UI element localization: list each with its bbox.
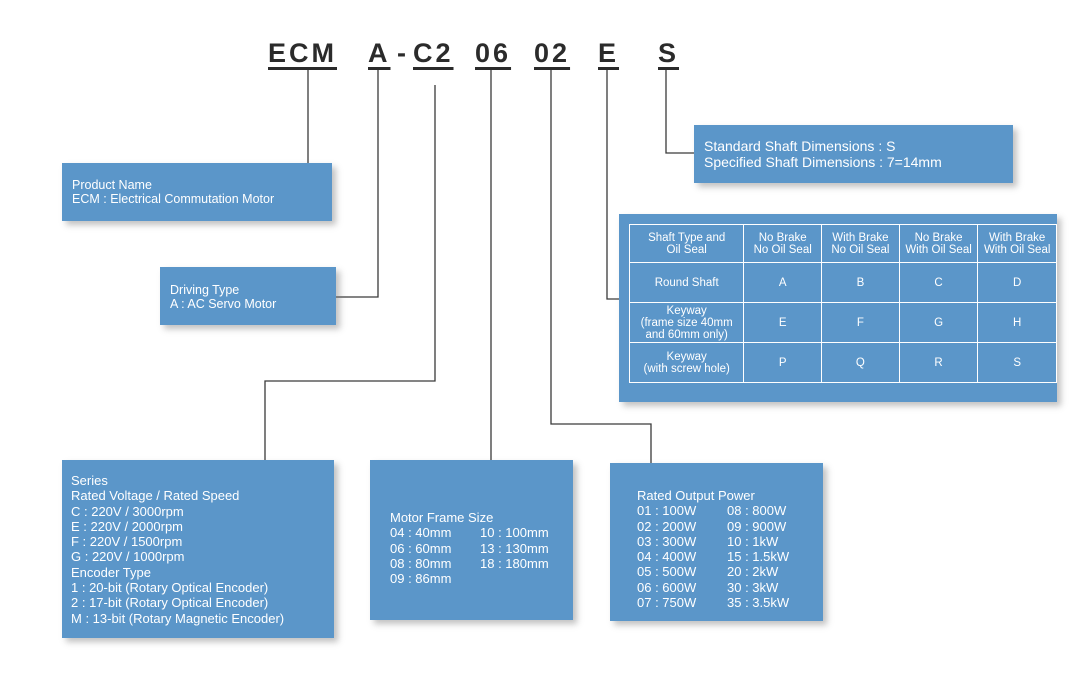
cell-r: R (898, 342, 979, 383)
product-name-value: ECM : Electrical Commutation Motor (72, 192, 275, 206)
code-drive: A (368, 38, 391, 68)
driving-type-box: Driving Type A : AC Servo Motor (160, 267, 336, 325)
product-name-title: Product Name (72, 178, 152, 192)
code-series: C2 (413, 38, 454, 68)
encoder-2: 2 : 17-bit (Rotary Optical Encoder) (71, 595, 269, 611)
list-item: 09 : 86mm (390, 571, 452, 587)
series-voltage-title: Rated Voltage / Rated Speed (71, 488, 240, 504)
frame-size-list: 04 : 40mm 06 : 60mm 08 : 80mm 09 : 86mm … (390, 525, 563, 586)
encoder-title: Encoder Type (71, 564, 151, 580)
code-frame: 06 (475, 38, 512, 68)
list-item: 35 : 3.5kW (727, 595, 790, 611)
cell-d: D (977, 262, 1057, 303)
list-item: 04 : 400W (637, 549, 697, 565)
list-item: 03 : 300W (637, 533, 697, 549)
shaft-dimensions-box: Standard Shaft Dimensions : S Specified … (694, 125, 1013, 183)
driving-type-title: Driving Type (170, 283, 240, 297)
connector-driving (336, 70, 379, 298)
output-power-list: 01 : 100W 02 : 200W 03 : 300W 04 : 400W … (637, 503, 813, 610)
series-voltage-g: G : 220V / 1000rpm (71, 549, 185, 565)
cell-p: P (743, 342, 823, 383)
encoder-1: 1 : 20-bit (Rotary Optical Encoder) (71, 580, 269, 596)
list-item: 10 : 100mm (480, 525, 549, 541)
frame-size-box: Motor Frame Size 04 : 40mm 06 : 60mm 08 … (370, 460, 573, 620)
list-item: 13 : 130mm (480, 540, 549, 556)
list-item: 10 : 1kW (727, 533, 779, 549)
shaft-specified: Specified Shaft Dimensions : 7=14mm (704, 154, 942, 170)
connector-brake (606, 70, 619, 300)
code-ecm: ECM (268, 38, 337, 68)
driving-type-value: A : AC Servo Motor (170, 297, 277, 311)
cell-q: Q (821, 342, 900, 383)
row-label-keyway-screw: Keyway(with screw hole) (628, 342, 745, 383)
list-item: 02 : 200W (637, 518, 697, 534)
list-item: 08 : 800W (727, 503, 787, 519)
encoder-m: M : 13-bit (Rotary Magnetic Encoder) (71, 610, 285, 626)
list-item: 18 : 180mm (480, 555, 549, 571)
shaft-standard: Standard Shaft Dimensions : S (704, 138, 896, 154)
series-box: Series Rated Voltage / Rated Speed C : 2… (62, 460, 334, 638)
list-item: 09 : 900W (727, 518, 787, 534)
output-power-title: Rated Output Power (637, 488, 755, 503)
cell-h: H (977, 302, 1057, 343)
list-item: 04 : 40mm (390, 525, 452, 541)
list-item: 06 : 600W (637, 579, 697, 595)
cell-a: A (743, 262, 823, 303)
list-item: 08 : 80mm (390, 555, 452, 571)
list-item: 30 : 3kW (727, 579, 779, 595)
series-voltage-c: C : 220V / 3000rpm (71, 503, 184, 519)
code-shaft: S (658, 38, 680, 68)
cell-f: F (821, 302, 900, 343)
series-title: Series (71, 473, 108, 488)
cell-s: S (977, 342, 1057, 383)
list-item: 05 : 500W (637, 564, 697, 580)
output-power-box: Rated Output Power 01 : 100W 02 : 200W 0… (610, 463, 823, 621)
series-voltage-e: E : 220V / 2000rpm (71, 518, 184, 534)
list-item: 20 : 2kW (727, 564, 779, 580)
series-voltage-f: F : 220V / 1500rpm (71, 534, 183, 550)
cell-g: G (898, 302, 979, 343)
cell-b: B (821, 262, 900, 303)
code-brake: E (598, 38, 620, 68)
list-item: 01 : 100W (637, 503, 697, 519)
cell-c: C (898, 262, 979, 303)
list-item: 07 : 750W (637, 595, 697, 611)
code-power: 02 (534, 38, 571, 68)
code-separator: - (397, 38, 409, 68)
row-label-round-shaft: Round Shaft (628, 262, 745, 303)
table-row: Keyway(with screw hole) P Q R S (628, 342, 1057, 383)
list-item: 15 : 1.5kW (727, 549, 790, 565)
connector-shaft (665, 70, 694, 154)
product-name-box: Product Name ECM : Electrical Commutatio… (62, 163, 332, 221)
list-item: 06 : 60mm (390, 540, 452, 556)
table-row: Round Shaft A B C D (628, 262, 1057, 303)
frame-size-title: Motor Frame Size (390, 510, 494, 525)
cell-e: E (743, 302, 823, 343)
